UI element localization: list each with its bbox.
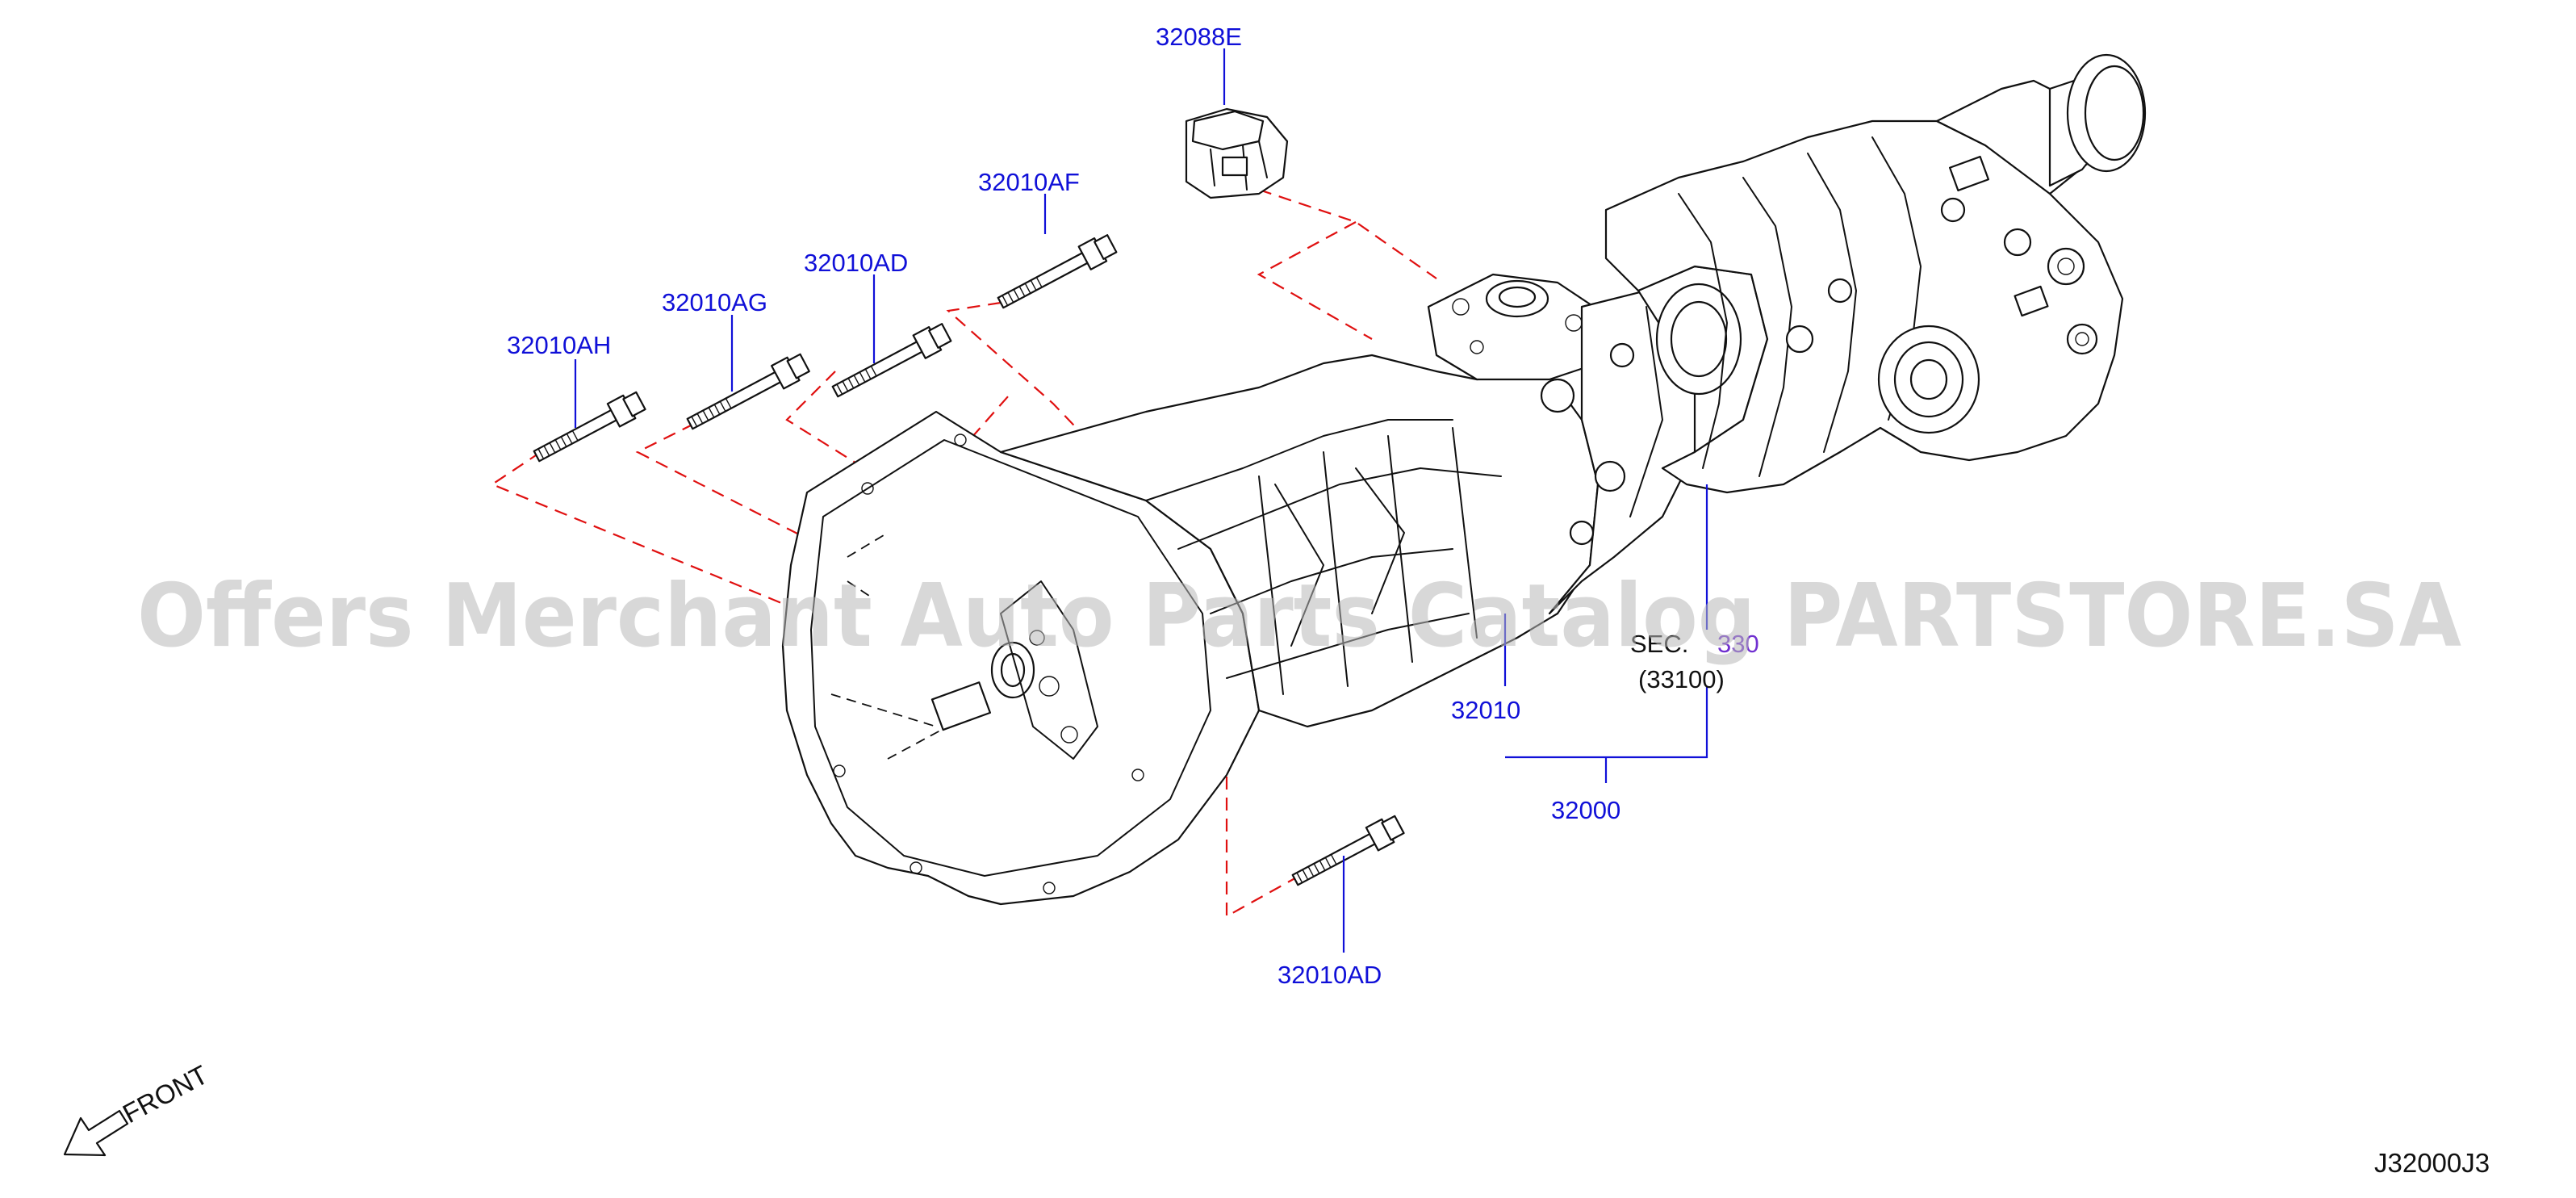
callout-32010AH: 32010AH	[507, 331, 611, 359]
section-ref-link[interactable]: 330	[1717, 630, 1759, 658]
bolt-32010AF	[997, 234, 1118, 309]
callout-32010AG: 32010AG	[662, 288, 767, 316]
callout-32010AD-top: 32010AD	[804, 249, 908, 277]
transmission-assembly	[781, 53, 2147, 906]
diagram-id: J32000J3	[2374, 1148, 2490, 1178]
watermark: Offers Merchant Auto Parts Catalog PARTS…	[137, 566, 2461, 667]
front-arrow-icon	[63, 1109, 129, 1157]
callout-32010AD-bottom: 32010AD	[1278, 961, 1382, 989]
bolt-32010AG	[686, 353, 810, 430]
bolt-32010AD-bottom	[1291, 815, 1405, 886]
callout-32010: 32010	[1451, 696, 1520, 724]
callout-32088E: 32088E	[1156, 23, 1242, 51]
plug-32088E	[1185, 107, 1289, 199]
leader-lines	[574, 48, 1708, 953]
section-ref-prefix: SEC.	[1630, 630, 1688, 658]
bolt-32010AH	[533, 391, 646, 463]
fasteners	[533, 107, 1405, 886]
callout-33100: (33100)	[1638, 665, 1725, 693]
callout-32010AF: 32010AF	[978, 168, 1080, 196]
callout-labels: 32088E 32010AF 32010AD 32010AG 32010AH S…	[507, 23, 1759, 989]
front-indicator: FRONT	[63, 1059, 213, 1157]
callout-32000: 32000	[1551, 796, 1620, 824]
front-label: FRONT	[118, 1059, 213, 1129]
bolt-32010AD-top	[831, 323, 952, 398]
